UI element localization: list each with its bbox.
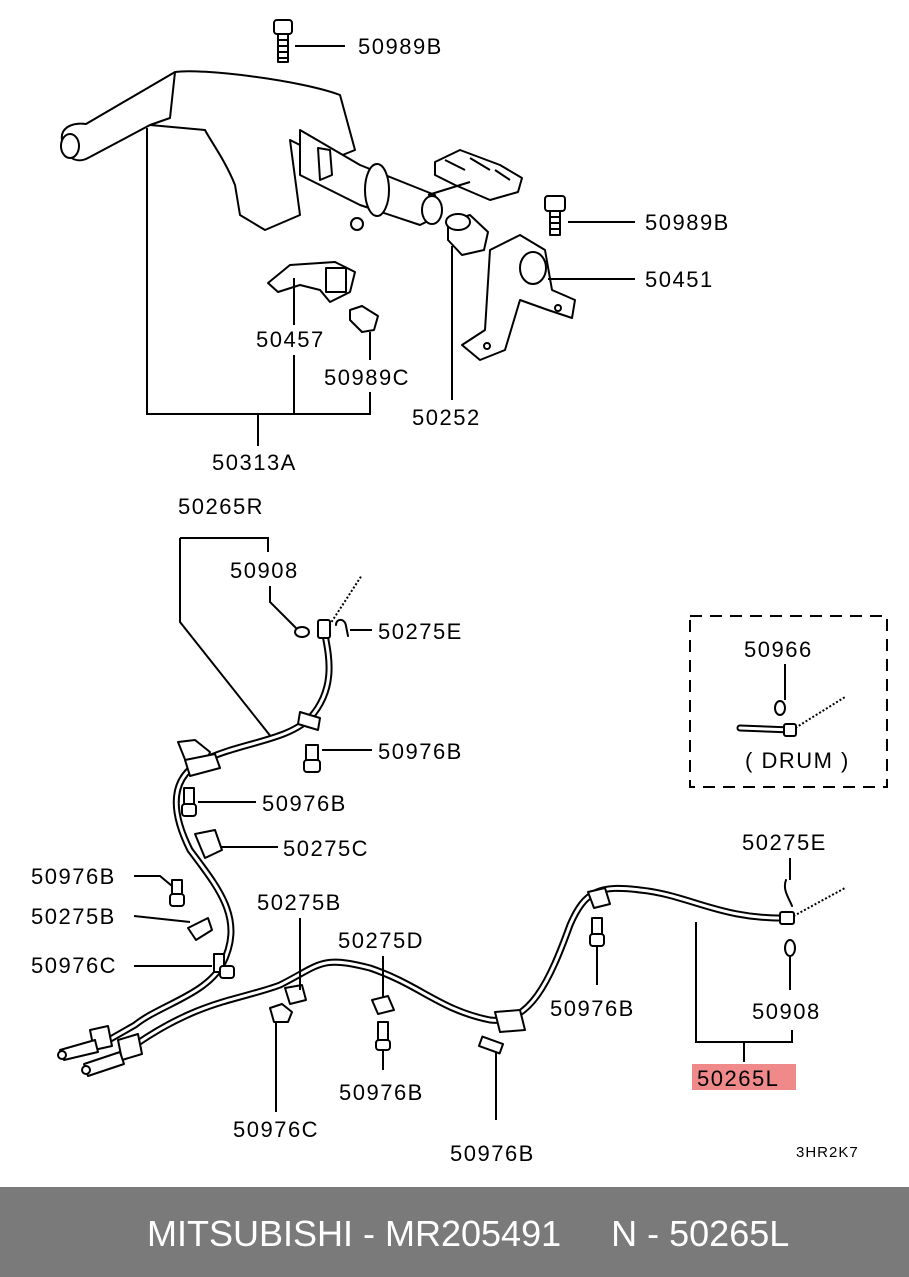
footer-bar: MITSUBISHI - MR205491 N - 50265L	[0, 1187, 909, 1277]
label-50989c: 50989C	[324, 365, 410, 390]
parts-diagram: 50989B 50989B 50451 50252 50457 50989C	[31, 19, 888, 1166]
clip-50908-r	[294, 626, 310, 638]
label-50265l: 50265L	[697, 1066, 779, 1091]
label-50275b-c: 50275B	[257, 890, 342, 915]
label-50976c-l: 50976C	[31, 953, 117, 978]
leader-50908-r	[269, 586, 299, 631]
bolt-50976c-b	[269, 1003, 293, 1023]
bolt-50976b-1	[303, 744, 372, 773]
label-50275e-l: 50275E	[742, 830, 827, 855]
leader-50275b-l	[133, 915, 191, 923]
clip-50275b-l	[187, 917, 213, 941]
leader-50265r	[179, 537, 273, 739]
bushing-50252	[445, 213, 489, 400]
cable-50265l	[81, 884, 846, 1077]
cable-50265r	[57, 574, 363, 1061]
label-50275c: 50275C	[283, 836, 369, 861]
label-50908-r: 50908	[230, 558, 299, 583]
label-50976b-2: 50976B	[262, 791, 347, 816]
inset-caption: ( DRUM )	[745, 748, 850, 773]
label-50976c-b: 50976C	[233, 1117, 319, 1142]
bolt-50976b-5	[477, 1035, 505, 1055]
label-50989b-top: 50989B	[358, 34, 443, 59]
clip-50275d	[371, 995, 395, 1015]
label-50976b-3: 50976B	[31, 864, 116, 889]
bolt-50976b-2	[181, 787, 256, 817]
label-50908-l: 50908	[752, 999, 821, 1024]
highlight-50265l	[692, 1064, 796, 1090]
bolt-50976b-3	[169, 879, 185, 907]
label-50976b-5: 50976B	[450, 1141, 535, 1166]
label-50966: 50966	[744, 637, 813, 662]
label-50252: 50252	[412, 405, 481, 430]
label-50989b-mid: 50989B	[645, 210, 730, 235]
leader-50265l	[695, 922, 793, 1062]
bolt-50989b-top	[273, 19, 345, 63]
label-50976b-4: 50976B	[339, 1080, 424, 1105]
label-50457: 50457	[256, 327, 325, 352]
bracket-50451	[461, 234, 635, 361]
diagram-code: 3HR2K7	[796, 1144, 859, 1161]
bolt-50989b-mid	[544, 195, 635, 236]
leader-50313a	[146, 128, 371, 446]
bracket-50457	[267, 261, 356, 325]
bolt-50976c-l	[213, 953, 235, 979]
label-50275b-l: 50275B	[31, 904, 116, 929]
label-50451: 50451	[645, 267, 714, 292]
bolt-50989c	[349, 305, 379, 360]
label-50976b-6: 50976B	[550, 996, 635, 1021]
parking-brake-lever	[60, 70, 523, 231]
leader-50976b-3	[134, 875, 173, 887]
clip-50275e-r	[335, 618, 349, 637]
label-50275d: 50275D	[338, 928, 424, 953]
label-50313a: 50313A	[212, 450, 297, 475]
label-50976b-1: 50976B	[378, 739, 463, 764]
label-50265r: 50265R	[178, 494, 264, 519]
bolt-50976b-6	[589, 917, 605, 947]
clip-50275e-l	[783, 879, 793, 907]
label-50275e-r: 50275E	[378, 619, 463, 644]
inset-drum	[689, 615, 888, 788]
bolt-50976b-4	[375, 1021, 391, 1051]
clip-50908-l	[784, 939, 796, 957]
footer-part-info: MITSUBISHI - MR205491 N - 50265L	[147, 1213, 790, 1254]
